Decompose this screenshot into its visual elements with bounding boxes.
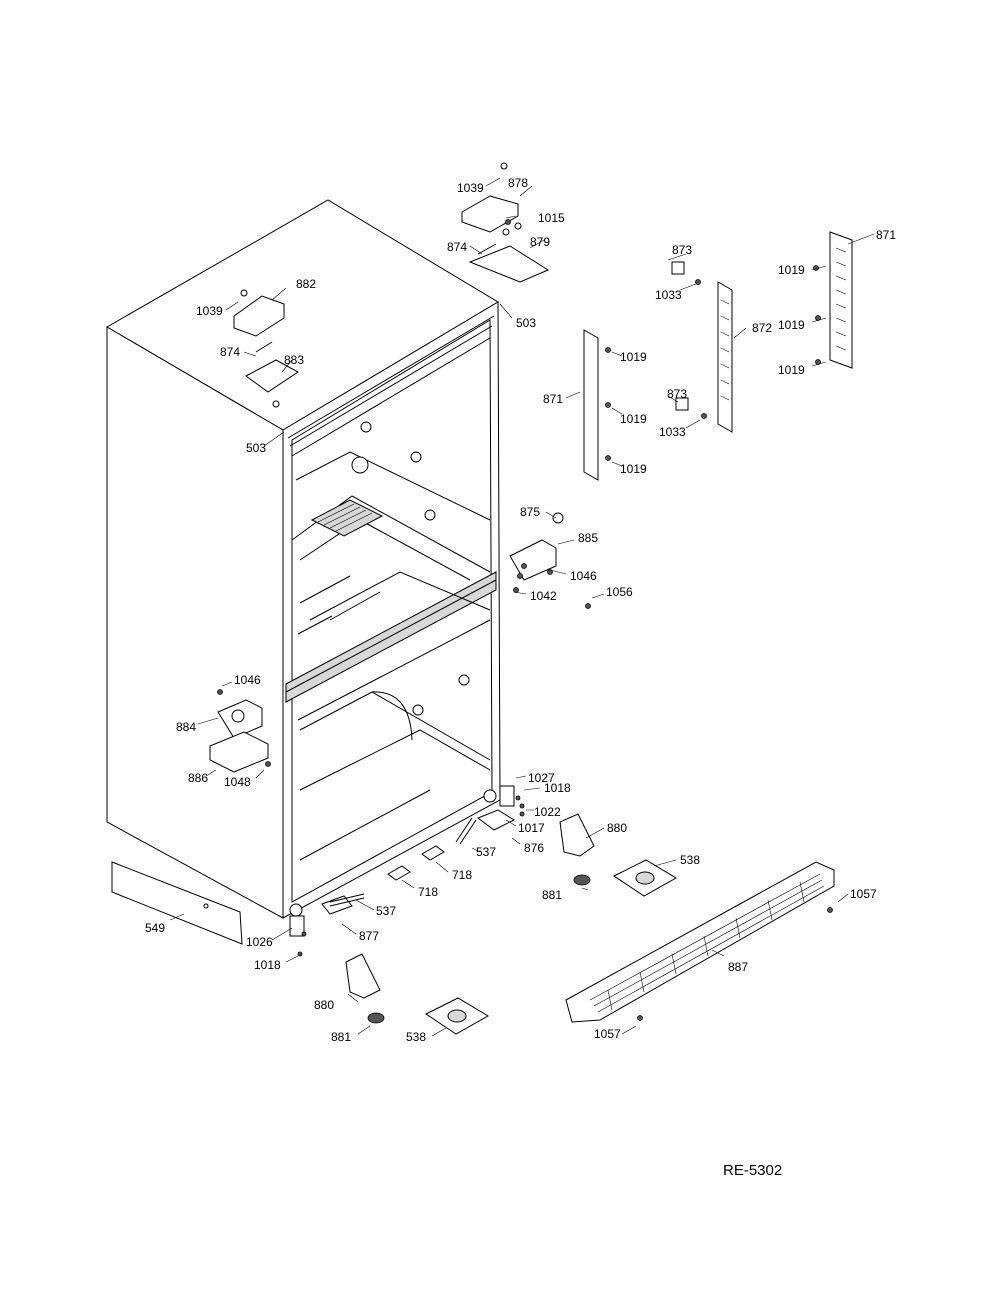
callout-1019: 1019 (778, 263, 805, 277)
callout-883: 883 (284, 353, 304, 367)
callout-876: 876 (524, 841, 544, 855)
callout-1046: 1046 (570, 569, 597, 583)
callout-537: 537 (476, 845, 496, 859)
callout-871: 871 (876, 228, 896, 242)
lower-hinge-left (289, 893, 365, 937)
callout-884: 884 (176, 720, 196, 734)
callout-1039: 1039 (196, 304, 223, 318)
callout-549: 549 (145, 921, 165, 935)
callout-1017: 1017 (518, 821, 545, 835)
top-hinge-left (233, 289, 299, 408)
brackets-873 (671, 261, 689, 411)
callout-1048: 1048 (224, 775, 251, 789)
callout-1033: 1033 (655, 288, 682, 302)
toe-plate-549 (111, 861, 243, 945)
rail-872 (717, 281, 733, 433)
callout-1018: 1018 (254, 958, 281, 972)
callout-874: 874 (220, 345, 240, 359)
callout-874: 874 (447, 240, 467, 254)
lower-hinge-right (455, 785, 516, 845)
callout-1026: 1026 (246, 935, 273, 949)
callout-labels: 1039 878 1015 874 879 503 882 1039 874 883 503 873 1… (145, 176, 896, 1044)
callout-873: 873 (672, 243, 692, 257)
callout-1039: 1039 (457, 181, 484, 195)
callout-1019: 1019 (620, 350, 647, 364)
leader-lines (169, 177, 875, 1037)
hinge-884-886 (209, 699, 269, 773)
callout-881: 881 (542, 888, 562, 902)
callout-538: 538 (406, 1030, 426, 1044)
callout-1018: 1018 (544, 781, 571, 795)
leg-bracket-880-right (559, 813, 595, 857)
callout-1033: 1033 (659, 425, 686, 439)
callout-1019: 1019 (620, 412, 647, 426)
callout-872: 872 (752, 321, 772, 335)
callout-1057: 1057 (594, 1027, 621, 1041)
callout-880: 880 (314, 998, 334, 1012)
callout-1019: 1019 (778, 363, 805, 377)
callout-875: 875 (520, 505, 540, 519)
callout-503: 503 (246, 441, 266, 455)
callout-503: 503 (516, 316, 536, 330)
callout-1019: 1019 (778, 318, 805, 332)
hinge-885 (509, 512, 564, 581)
center-mullion (285, 571, 497, 703)
callout-880: 880 (607, 821, 627, 835)
callout-886: 886 (188, 771, 208, 785)
upper-vent (310, 499, 384, 537)
callout-1022: 1022 (534, 805, 561, 819)
top-hinge-right (461, 162, 550, 283)
callout-885: 885 (578, 531, 598, 545)
drawing-code: RE-5302 (723, 1162, 783, 1179)
callout-537: 537 (376, 904, 396, 918)
callout-882: 882 (296, 277, 316, 291)
callout-1057: 1057 (850, 887, 877, 901)
top-trim (287, 315, 495, 457)
cabinet-left-side (106, 326, 284, 919)
rail-871-right (829, 231, 853, 369)
cabinet (106, 199, 501, 919)
callout-873: 873 (667, 387, 687, 401)
clips-718 (387, 845, 445, 881)
leg-bracket-880-left (345, 953, 381, 999)
callout-1046: 1046 (234, 673, 261, 687)
leveling-feet-881 (367, 874, 591, 1024)
callout-718: 718 (418, 885, 438, 899)
callout-871: 871 (543, 392, 563, 406)
callout-718: 718 (452, 868, 472, 882)
callout-1015: 1015 (538, 211, 565, 225)
callout-877: 877 (359, 929, 379, 943)
callout-1042: 1042 (530, 589, 557, 603)
rollers-538 (425, 859, 677, 1035)
callout-887: 887 (728, 960, 748, 974)
rail-871-center (583, 329, 599, 481)
callout-538: 538 (680, 853, 700, 867)
callout-879: 879 (530, 235, 550, 249)
callout-1019: 1019 (620, 462, 647, 476)
base-grille-887 (565, 861, 835, 1023)
callout-878: 878 (508, 176, 528, 190)
callout-881: 881 (331, 1030, 351, 1044)
callout-1056: 1056 (606, 585, 633, 599)
callout-1027: 1027 (528, 771, 555, 785)
screws (217, 219, 833, 1021)
